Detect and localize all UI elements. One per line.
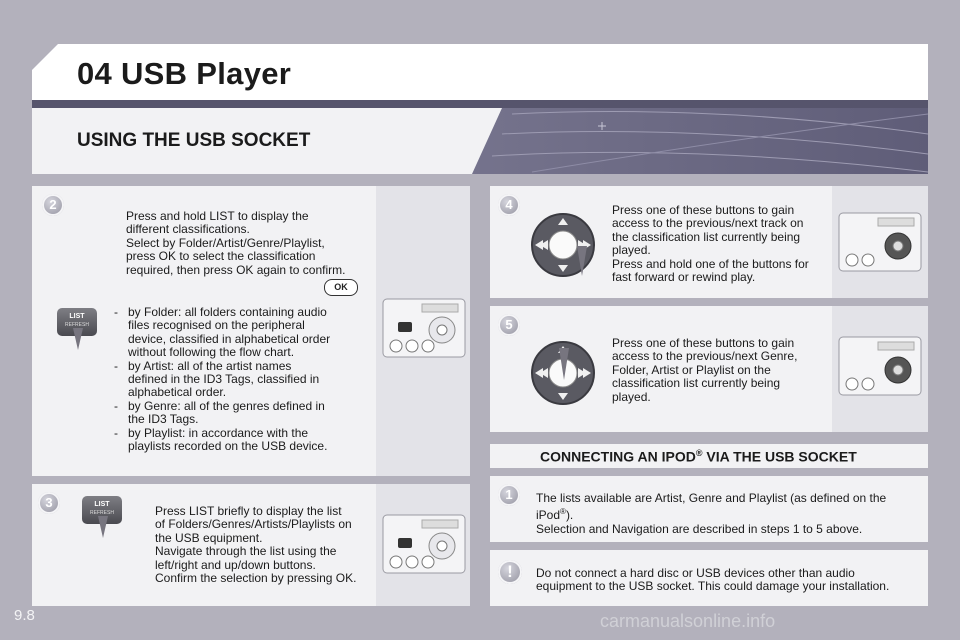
text-line: by Playlist: in accordance with the bbox=[128, 425, 309, 440]
text-line: Press and hold LIST to display the bbox=[126, 209, 309, 223]
pointer-arrow-icon bbox=[577, 246, 587, 276]
ipod-section-bar: CONNECTING AN IPOD® VIA THE USB SOCKET bbox=[490, 444, 928, 468]
step-4-image-area bbox=[832, 186, 928, 298]
step-3-text: Press LIST briefly to display the list o… bbox=[155, 504, 377, 586]
step-badge: 5 bbox=[498, 314, 520, 336]
list-item-playlist: by Playlist: in accordance with the play… bbox=[114, 425, 374, 454]
text-line: fast forward or rewind play. bbox=[612, 270, 756, 285]
pointer-arrow-icon bbox=[559, 348, 569, 380]
chapter-title: 04 USB Player bbox=[77, 56, 292, 91]
list-item-folder: by Folder: all folders containing audio … bbox=[114, 305, 374, 360]
watermark: carmanualsonline.info bbox=[600, 611, 776, 631]
step-badge: 3 bbox=[38, 492, 60, 514]
step-2-panel: 2 Press and hold LIST to display the dif… bbox=[32, 186, 470, 476]
text-line: different classifications. bbox=[126, 222, 250, 237]
title-text: CONNECTING AN IPOD bbox=[540, 448, 696, 465]
header-decoration bbox=[32, 44, 928, 174]
step-badge: 2 bbox=[42, 194, 64, 216]
text-line: the USB equipment. bbox=[155, 530, 263, 545]
text-line: played. bbox=[612, 243, 651, 258]
step-4-text: Press one of these buttons to gain acces… bbox=[612, 203, 828, 285]
text-line: alphabetical order. bbox=[128, 385, 227, 400]
key-label: LIST bbox=[69, 313, 85, 320]
pointer-arrow-icon bbox=[98, 516, 108, 538]
step-badge: 1 bbox=[498, 484, 520, 506]
text-line: by Folder: all folders containing audio bbox=[128, 305, 327, 319]
warning-text: Do not connect a hard disc or USB device… bbox=[536, 566, 924, 594]
text-line: Confirm the selection by pressing OK. bbox=[155, 571, 357, 586]
radio-unit-image bbox=[838, 336, 922, 396]
text-line: Press and hold one of the buttons for bbox=[612, 256, 809, 271]
text-line: by Genre: all of the genres defined in bbox=[128, 398, 325, 413]
radio-unit-image bbox=[382, 298, 466, 358]
step-3-panel: 3 LIST REFRESH Press LIST briefly to dis… bbox=[32, 484, 470, 606]
classification-list: by Folder: all folders containing audio … bbox=[114, 305, 374, 454]
section-title: USING THE USB SOCKET bbox=[77, 130, 311, 151]
text-line: device, classified in alphabetical order bbox=[128, 331, 331, 346]
radio-unit-image bbox=[838, 212, 922, 272]
text-line: access to the previous/next Genre, bbox=[612, 349, 798, 364]
text-line: The lists available are Artist, Genre an… bbox=[536, 491, 887, 505]
navigation-pad-icon bbox=[531, 213, 595, 277]
step-badge: 4 bbox=[498, 194, 520, 216]
key-label: LIST bbox=[94, 501, 110, 508]
step-5-text: Press one of these buttons to gain acces… bbox=[612, 336, 828, 404]
text-line: the classification list currently being bbox=[612, 229, 801, 244]
text-line: Navigate through the list using the bbox=[155, 544, 337, 559]
text-line: classification list currently being bbox=[612, 376, 781, 391]
text-line: Press one of these buttons to gain bbox=[612, 203, 795, 217]
step-2-image-area bbox=[376, 186, 470, 476]
text-line: access to the previous/next track on bbox=[612, 216, 804, 231]
text-line: Selection and Navigation are described i… bbox=[536, 521, 863, 536]
ipod-step-1-panel: 1 The lists available are Artist, Genre … bbox=[490, 476, 928, 542]
text-line: required, then press OK again to confirm… bbox=[126, 262, 346, 277]
list-item-genre: by Genre: all of the genres defined in t… bbox=[114, 398, 374, 427]
text-line: equipment to the USB socket. This could … bbox=[536, 579, 890, 594]
registered-mark: ® bbox=[560, 507, 566, 517]
text-part: ). bbox=[565, 508, 574, 523]
text-line: Press LIST briefly to display the list bbox=[155, 504, 342, 518]
text-line: the ID3 Tags. bbox=[128, 412, 199, 427]
registered-mark: ® bbox=[695, 448, 703, 458]
key-sublabel: REFRESH bbox=[65, 322, 89, 328]
step-5-image-area bbox=[832, 306, 928, 432]
ipod-section-title: CONNECTING AN IPOD® VIA THE USB SOCKET bbox=[540, 448, 857, 465]
step-5-panel: 5 Press one of these buttons to gain acc… bbox=[490, 306, 928, 432]
text-line: press OK to select the classification bbox=[126, 249, 316, 264]
ipod-step-1-text: The lists available are Artist, Genre an… bbox=[536, 491, 922, 536]
header-banner bbox=[32, 44, 928, 174]
text-line: Do not connect a hard disc or USB device… bbox=[536, 566, 855, 580]
page-number: 9.8 bbox=[14, 607, 35, 624]
pointer-arrow-icon bbox=[73, 328, 83, 350]
text-line: by Artist: all of the artist names bbox=[128, 358, 292, 373]
text-line: of Folders/Genres/Artists/Playlists on bbox=[155, 517, 352, 532]
text-line: Press one of these buttons to gain bbox=[612, 336, 795, 350]
text-line: files recognised on the peripheral bbox=[128, 318, 305, 333]
text-line: iPod®). bbox=[536, 505, 922, 522]
text-line: played. bbox=[612, 389, 651, 404]
text-line: defined in the ID3 Tags, classified in bbox=[128, 372, 320, 387]
ok-button-icon: OK bbox=[324, 279, 358, 296]
step-3-image-area bbox=[376, 484, 470, 606]
list-item-artist: by Artist: all of the artist names defin… bbox=[114, 358, 374, 400]
step-4-panel: 4 Press one of these buttons to gain acc… bbox=[490, 186, 928, 298]
radio-unit-image bbox=[382, 514, 466, 574]
text-line: without following the flow chart. bbox=[128, 345, 295, 360]
text-part: iPod bbox=[536, 508, 561, 523]
text-line: playlists recorded on the USB device. bbox=[128, 439, 328, 454]
title-text: VIA THE USB SOCKET bbox=[702, 448, 857, 465]
step-2-intro: Press and hold LIST to display the diffe… bbox=[126, 209, 372, 277]
key-sublabel: REFRESH bbox=[90, 510, 114, 516]
text-line: left/right and up/down buttons. bbox=[155, 557, 316, 572]
warning-panel: ! Do not connect a hard disc or USB devi… bbox=[490, 550, 928, 606]
warning-icon: ! bbox=[498, 560, 522, 584]
text-line: Select by Folder/Artist/Genre/Playlist, bbox=[126, 235, 325, 250]
text-line: Folder, Artist or Playlist on the bbox=[612, 362, 771, 377]
